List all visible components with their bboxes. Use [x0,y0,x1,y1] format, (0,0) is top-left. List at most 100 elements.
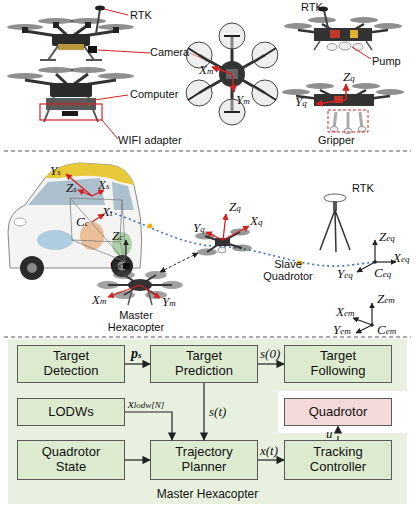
axis-label: Zs [66,180,77,196]
process-box: Target Following [284,345,392,383]
quadrotor-photo [358,127,366,132]
part-label: Camera [150,46,189,58]
part-label: Slave Quadrotor [256,258,320,282]
axis-label: Ys [50,163,61,179]
signal-label: x(t) [260,443,278,459]
master-hexacopter [108,285,140,297]
process-box: Trajectory Planner [150,440,258,480]
quadrotor-photo [308,17,336,23]
hexacopter-photo [96,9,100,34]
axis-label: Zq [229,199,241,215]
flow-arrow [258,363,284,364]
quadrotor-photo [350,17,378,23]
world-frame [374,240,375,262]
quadrotor-photo [314,41,372,50]
band-shape [8,339,407,504]
axis-label: Xm [199,62,213,78]
quadrotor-photo [328,110,368,132]
hexacopter-top-view [188,36,276,112]
target-car [28,178,105,205]
process-box: Target Detection [17,345,125,383]
target-frame [66,174,92,196]
quadrotor-photo [330,127,338,132]
hexacopter-photo [22,27,28,33]
hexacopter-photo [44,97,98,122]
flow-arrow [125,363,150,364]
master-hexacopter [123,263,130,269]
quadrotor-photo [353,44,363,51]
part-label: Computer [130,88,178,100]
signal-label: u [326,426,333,442]
process-box: Target Prediction [150,345,258,383]
target-car [27,263,37,273]
axis-label: Xt [102,204,112,220]
hexacopter-photo [40,46,102,60]
camera-field-of-view [125,240,126,262]
band-title: Master Hexacopter [8,487,407,501]
target-frame [78,190,92,196]
target-car [20,256,44,280]
quadrotor-photo [316,100,346,104]
hexacopter-photo [38,67,74,73]
section-separator [4,151,411,337]
section-separator [4,337,411,338]
axis-label: Cc [110,256,123,272]
world-frame [371,303,372,325]
quadrotor-photo [334,112,362,130]
axis-label: Zc [112,228,123,244]
target-car [112,182,134,210]
part-label: WIFI adapter [118,134,182,146]
world-frame [370,323,374,327]
quadrotor-photo [330,30,340,38]
hexacopter-top-view [186,23,278,125]
axis-label: Zeq [379,229,395,245]
flow-arrow [258,459,284,460]
master-hexacopter [140,285,160,298]
quadrotor-photo [345,84,347,100]
hexacopter-top-view [232,74,234,92]
world-frame [375,261,396,262]
hexacopter-photo [88,46,97,53]
master-hexacopter [113,271,135,279]
hexacopter-photo [7,73,43,79]
slave-quadrotor [195,214,252,256]
master-hexacopter [161,281,183,289]
flow-arrow [125,459,150,460]
axis-label: Xs [98,177,109,193]
part-label: Gripper [318,134,355,146]
rtk-base-station [333,201,337,211]
axis-label: Xem [336,304,354,320]
process-box: Quadrotor State [17,440,125,480]
flow-arrow [337,426,338,440]
part-label: RTK [352,182,374,194]
quadrotor-photo [350,30,358,38]
trajectory-curve [148,224,153,229]
axis-label: Zem [377,291,395,307]
communication-link [160,253,198,272]
quadrotor-photo [314,94,374,106]
box-text: Target Following [298,349,378,379]
master-hexacopter [128,290,152,305]
world-frame [356,325,372,333]
quadrotor-photo [352,47,371,59]
axis-label: Cc [76,214,89,230]
axis-label: Xeq [393,250,409,266]
world-frame [373,260,377,264]
axis-label: Zq [343,69,355,85]
hexacopter-top-view [212,67,232,74]
section-separator [4,151,411,152]
axis-label: Xm [92,292,106,308]
hexacopter-photo [7,67,134,139]
axis-label: Yq [193,220,205,236]
quadrotor-photo [314,28,372,41]
part-label: RTK [130,9,152,21]
process-box: Tracking Controller [284,440,392,480]
axis-label: Ym [162,294,176,310]
box-text: Quadrotor State [31,445,111,475]
rtk-base-station [320,210,350,252]
camera-leader [98,50,150,53]
target-car [37,230,73,250]
slave-quadrotor [232,245,252,252]
signal-label: ps [131,346,142,362]
